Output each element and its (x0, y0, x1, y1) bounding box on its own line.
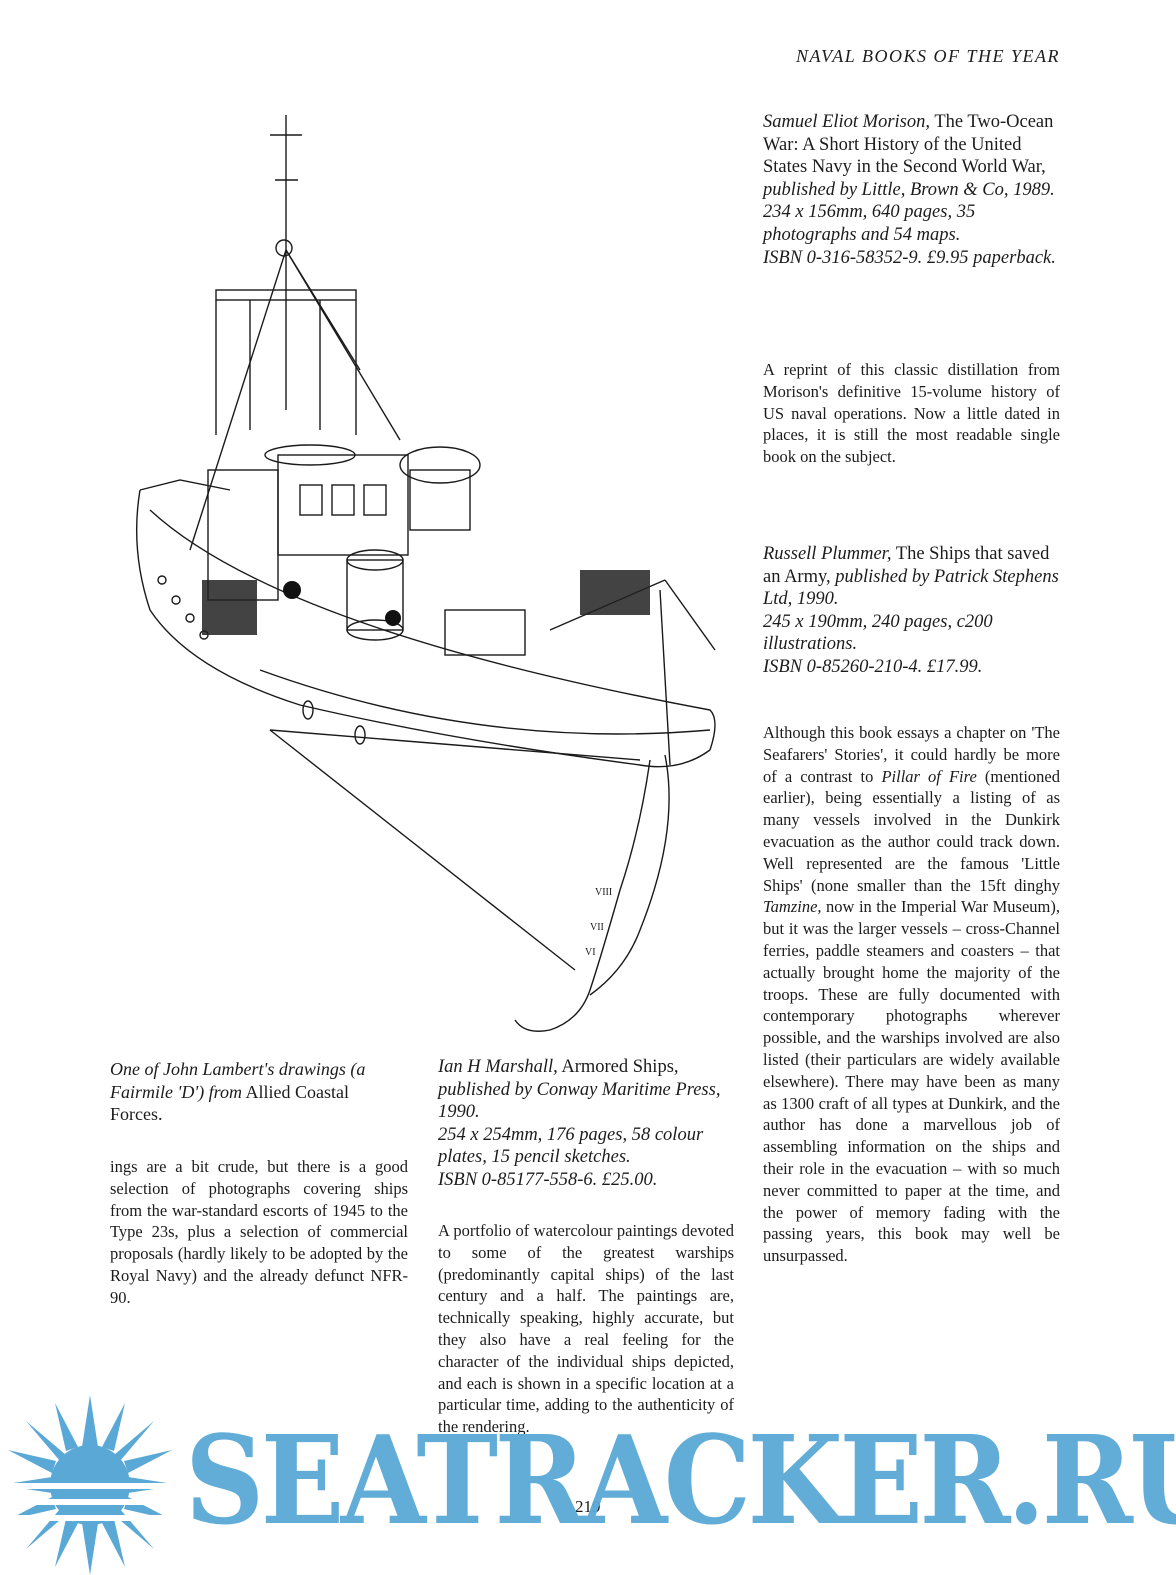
ref-isbn: ISBN 0-85177-558-6. £25.00. (438, 1169, 658, 1190)
svg-text:VI: VI (585, 947, 596, 958)
caption-italic: One of John Lambert's drawings (a Fairmi… (110, 1059, 366, 1102)
book-reference-morison: Samuel Eliot Morison, The Two-Ocean War:… (763, 111, 1059, 269)
review-part-2: (mentioned earlier), being essentially a… (763, 766, 1061, 895)
review-morison: A reprint of this classic distillation f… (763, 360, 1060, 467)
ref-publisher: published by Conway Maritime Press, 1990… (438, 1079, 721, 1123)
ref-title: Armored Ships, (561, 1057, 679, 1077)
book-title-pillar-of-fire: Pillar of Fire (881, 766, 977, 786)
ref-author: Russell Plummer, (763, 544, 892, 564)
column-1-text: ings are a bit crude, but there is a goo… (110, 1157, 408, 1307)
ref-author: Ian H Marshall, (438, 1057, 558, 1077)
boat-name-tamzine: Tamzine, (763, 897, 822, 917)
ref-isbn: ISBN 0-85260-210-4. £17.99. (763, 656, 983, 677)
ref-title: The Two-Ocean War: A Short History of th… (763, 112, 1054, 178)
page-number: 219 (575, 1497, 601, 1516)
watermark-text: SEATRACKER.RU (185, 1408, 1176, 1552)
review-marshall: A portfolio of watercolour paintings dev… (438, 1221, 734, 1437)
running-head: NAVAL BOOKS OF THE YEAR (796, 46, 1060, 66)
ref-publisher: published by Patrick Stephens Ltd, 1990. (763, 566, 1059, 610)
book-reference-plummer: Russell Plummer, The Ships that saved an… (763, 543, 1059, 679)
ref-details: 234 x 156mm, 640 pages, 35 photographs a… (763, 202, 976, 245)
ref-publisher: published by Little, Brown & Co, 1989. (763, 179, 1055, 200)
ref-isbn: ISBN 0-316-58352-9. £9.95 paperback. (763, 247, 1056, 268)
review-plummer: Although this book essays a chapter on '… (763, 722, 1060, 1267)
review-part-1: Although this book essays a chapter on '… (763, 723, 1060, 786)
review-part-3: now in the Imperial War Museum), but it … (763, 897, 1060, 1266)
ship-illustration: VIII VII VI (135, 115, 716, 1032)
watermark-sun-icon (0, 1395, 180, 1575)
book-reference-marshall: Ian H Marshall, Armored Ships, published… (438, 1056, 728, 1192)
figure-caption: One of John Lambert's drawings (a Fairmi… (110, 1058, 400, 1126)
ref-title: The Ships that saved an Army, (763, 544, 1050, 587)
ref-details: 254 x 254mm, 176 pages, 58 colour plates… (438, 1124, 704, 1168)
svg-text:VIII: VIII (595, 887, 612, 898)
ref-details: 245 x 190mm, 240 pages, c200 illustratio… (763, 611, 993, 655)
svg-text:VII: VII (590, 922, 604, 933)
ref-author: Samuel Eliot Morison, (763, 112, 931, 132)
caption-roman: Allied Coastal Forces. (110, 1081, 350, 1125)
